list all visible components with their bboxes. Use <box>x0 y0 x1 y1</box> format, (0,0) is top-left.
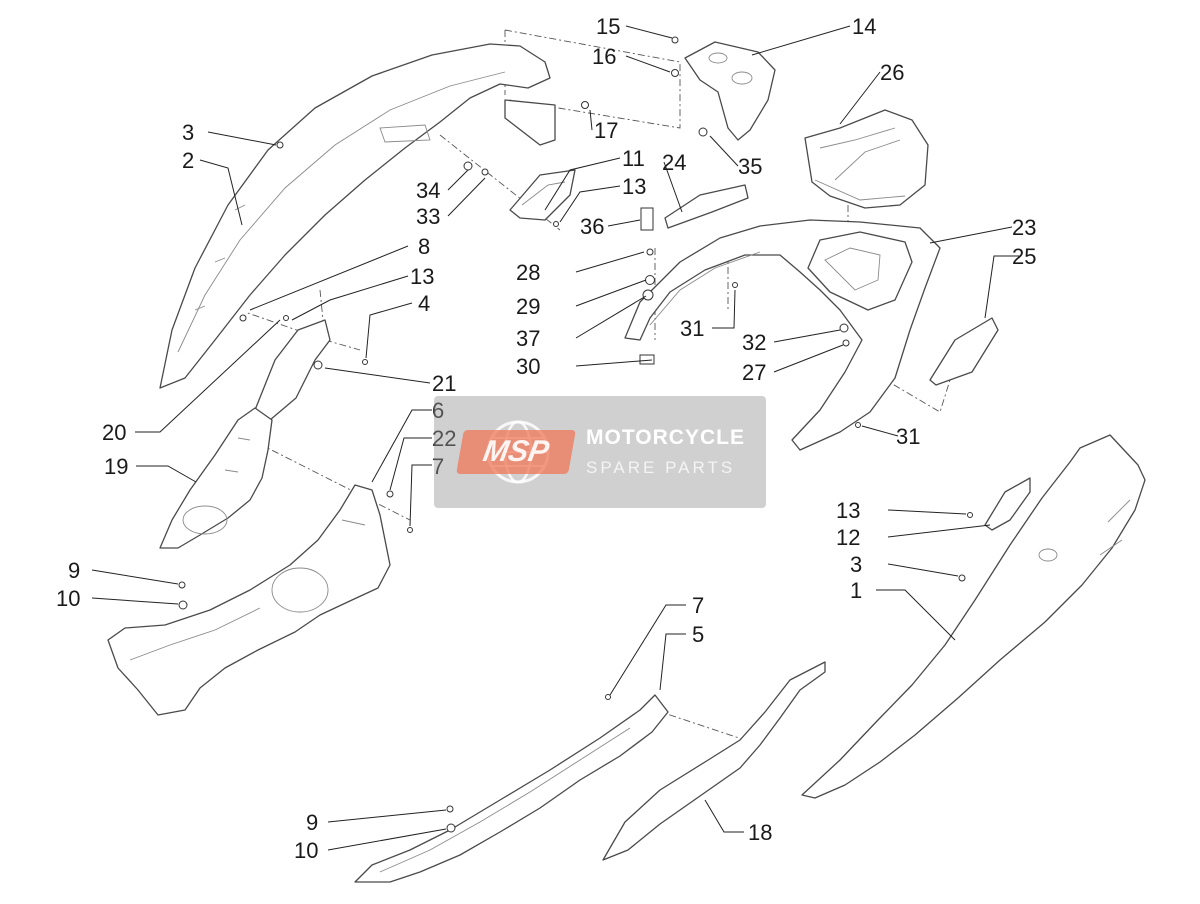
callout-28: 28 <box>516 260 540 285</box>
washer-29 <box>645 275 655 285</box>
nut-30 <box>639 354 655 365</box>
clip-35 <box>698 127 708 137</box>
callout-30: 30 <box>516 354 540 379</box>
callout-14: 14 <box>852 14 876 39</box>
part-6-lower-center-cover[interactable] <box>107 484 391 716</box>
callout-35: 35 <box>738 154 762 179</box>
washer-37 <box>642 289 654 301</box>
part-1-rear-side-cover[interactable] <box>801 434 1146 799</box>
callout-9-lower: 9 <box>306 810 318 835</box>
callout-13-right: 13 <box>836 498 860 523</box>
callout-8: 8 <box>418 234 430 259</box>
callout-11: 11 <box>622 146 645 171</box>
part-2-upper-side-cover[interactable] <box>159 43 556 389</box>
screw-27 <box>842 339 850 347</box>
callout-10-lower: 10 <box>294 838 318 863</box>
nut-34 <box>463 161 473 171</box>
screw-3a <box>276 141 284 149</box>
callout-12: 12 <box>836 525 860 550</box>
callout-13-upper: 13 <box>622 174 646 199</box>
callout-17: 17 <box>594 118 618 143</box>
callout-4: 4 <box>418 291 430 316</box>
callout-36: 36 <box>580 214 604 239</box>
callout-labels: 15 14 16 26 17 3 2 11 35 24 13 34 33 36 … <box>56 14 1036 863</box>
callout-16: 16 <box>592 44 616 69</box>
screw-3b <box>958 574 966 582</box>
screw-28 <box>646 248 654 256</box>
callout-25: 25 <box>1012 244 1036 269</box>
callout-5: 5 <box>692 622 704 647</box>
part-14-rear-bracket[interactable] <box>684 41 776 141</box>
screw-13a <box>553 221 559 227</box>
part-26-top-case[interactable] <box>804 109 929 209</box>
callout-1: 1 <box>850 578 862 603</box>
watermark-badge: MSP <box>456 430 576 474</box>
screw-22 <box>386 490 394 498</box>
screw-13b <box>283 315 289 321</box>
screw-8 <box>239 314 247 322</box>
callout-33: 33 <box>416 204 440 229</box>
callout-3-right: 3 <box>850 552 862 577</box>
screw-7b <box>605 694 611 700</box>
callout-7-lower: 7 <box>692 593 704 618</box>
callout-37: 37 <box>516 326 540 351</box>
callout-34: 34 <box>416 178 440 203</box>
callout-23: 23 <box>1012 215 1036 240</box>
screw-7a <box>407 527 413 533</box>
callout-10-upper: 10 <box>56 586 80 611</box>
watermark-title: MOTORCYCLE <box>586 426 745 449</box>
screw-31b <box>855 422 861 428</box>
screw-4 <box>362 359 368 365</box>
clip-21 <box>313 360 323 370</box>
callout-18: 18 <box>748 820 772 845</box>
washer-32 <box>839 323 849 333</box>
callout-7-upper: 7 <box>432 454 444 479</box>
callout-13-middle: 13 <box>410 264 434 289</box>
callout-31-lower: 31 <box>896 424 920 449</box>
callout-32: 32 <box>742 330 766 355</box>
screw-13c <box>967 512 973 518</box>
screw-15 <box>671 36 679 44</box>
screw-17 <box>581 101 589 109</box>
part-11-plate[interactable] <box>509 169 576 221</box>
callout-26: 26 <box>880 60 904 85</box>
screw-31a <box>732 282 738 288</box>
callout-21: 21 <box>432 371 456 396</box>
watermark-logo: MSP MOTORCYCLE SPARE PARTS <box>434 396 766 508</box>
callout-29: 29 <box>516 294 540 319</box>
fasteners <box>178 36 973 833</box>
part-20-inner-bracket[interactable] <box>254 319 331 421</box>
callout-6: 6 <box>432 398 444 423</box>
callout-22: 22 <box>432 426 456 451</box>
bushing-36 <box>640 207 654 231</box>
watermark-subtitle: SPARE PARTS <box>586 458 736 477</box>
part-25-side-plate[interactable] <box>929 317 999 386</box>
part-19-inner-panel[interactable] <box>159 407 273 549</box>
washer-10b <box>446 823 456 833</box>
part-5-lower-side-rail[interactable] <box>354 694 669 883</box>
screw-33 <box>481 168 489 176</box>
part-18-side-trim[interactable] <box>602 661 826 861</box>
callout-15: 15 <box>596 14 620 39</box>
callout-9-upper: 9 <box>68 558 80 583</box>
screw-9a <box>178 581 186 589</box>
callout-19: 19 <box>104 454 128 479</box>
callout-3-upper: 3 <box>182 120 194 145</box>
callout-20: 20 <box>102 420 126 445</box>
callout-24: 24 <box>662 150 686 175</box>
callout-2: 2 <box>182 148 194 173</box>
screw-9b <box>446 805 454 813</box>
part-24-grab-strip[interactable] <box>664 184 749 229</box>
part-23-rear-rack[interactable] <box>624 219 941 451</box>
washer-10a <box>178 600 188 610</box>
callout-31-upper: 31 <box>680 316 704 341</box>
leader-lines <box>91 25 1020 851</box>
callout-27: 27 <box>742 360 766 385</box>
washer-16 <box>671 69 679 77</box>
